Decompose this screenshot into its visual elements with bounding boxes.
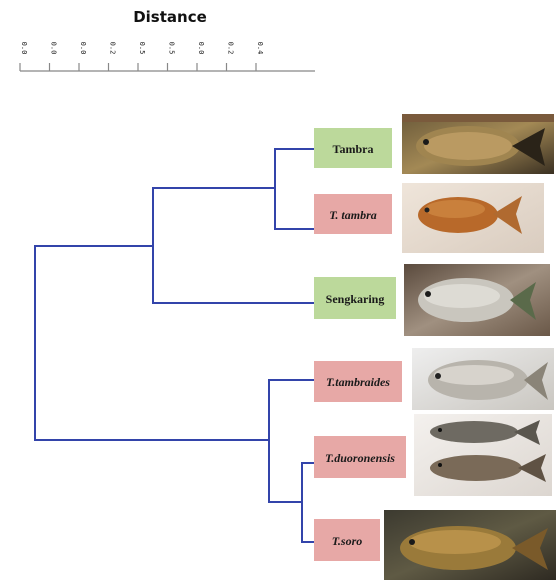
- axis-tick-label: 0.0: [79, 42, 87, 55]
- distance-axis: 0.0 0.0 0.0 0.2 0.5 0.5 0.0 0.2 0.4: [20, 42, 315, 71]
- fish-photo-t-tambra: [402, 183, 544, 253]
- leaf-label-tambra: Tambra: [314, 128, 392, 168]
- axis-tick-label: 0.2: [227, 42, 235, 55]
- axis-tick-label: 0.5: [168, 42, 176, 55]
- axis-tick-label: 0.0: [20, 42, 28, 55]
- fish-photo-sengkaring: [404, 264, 550, 336]
- leaf-text: Sengkaring: [326, 292, 385, 306]
- leaf-label-t-tambroides: T.tambraides: [314, 361, 402, 402]
- branch-top-clade: [153, 188, 314, 303]
- axis-tick-label: 0.0: [197, 42, 205, 55]
- dendrogram-branches: [35, 149, 314, 542]
- axis-tick-label: 0.5: [138, 42, 146, 55]
- fish-photo-t-soro: [384, 510, 556, 580]
- branch-bottom-clade: [269, 380, 314, 502]
- leaf-label-t-duoronensis: T.duoronensis: [314, 436, 406, 478]
- leaf-text: T.duoronensis: [325, 451, 395, 465]
- branch-tambra-ttambra: [275, 149, 314, 229]
- axis-tick-label: 0.4: [256, 42, 264, 55]
- axis-tick-label: 0.2: [109, 42, 117, 55]
- leaf-text: T.soro: [332, 534, 363, 548]
- fish-photo-t-tambroides: [412, 348, 554, 410]
- fish-photo-tambra: [402, 114, 554, 174]
- branch-duoronensis-soro: [302, 463, 314, 542]
- leaf-label-t-soro: T.soro: [314, 519, 380, 561]
- fish-photo-t-duoronensis: [414, 414, 552, 496]
- axis-tick-label: 0.0: [50, 42, 58, 55]
- leaf-label-t-tambra: T. tambra: [314, 194, 392, 234]
- leaf-text: T. tambra: [329, 208, 377, 222]
- leaf-text: T.tambraides: [326, 375, 390, 389]
- leaf-label-sengkaring: Sengkaring: [314, 277, 396, 319]
- leaf-text: Tambra: [333, 142, 374, 156]
